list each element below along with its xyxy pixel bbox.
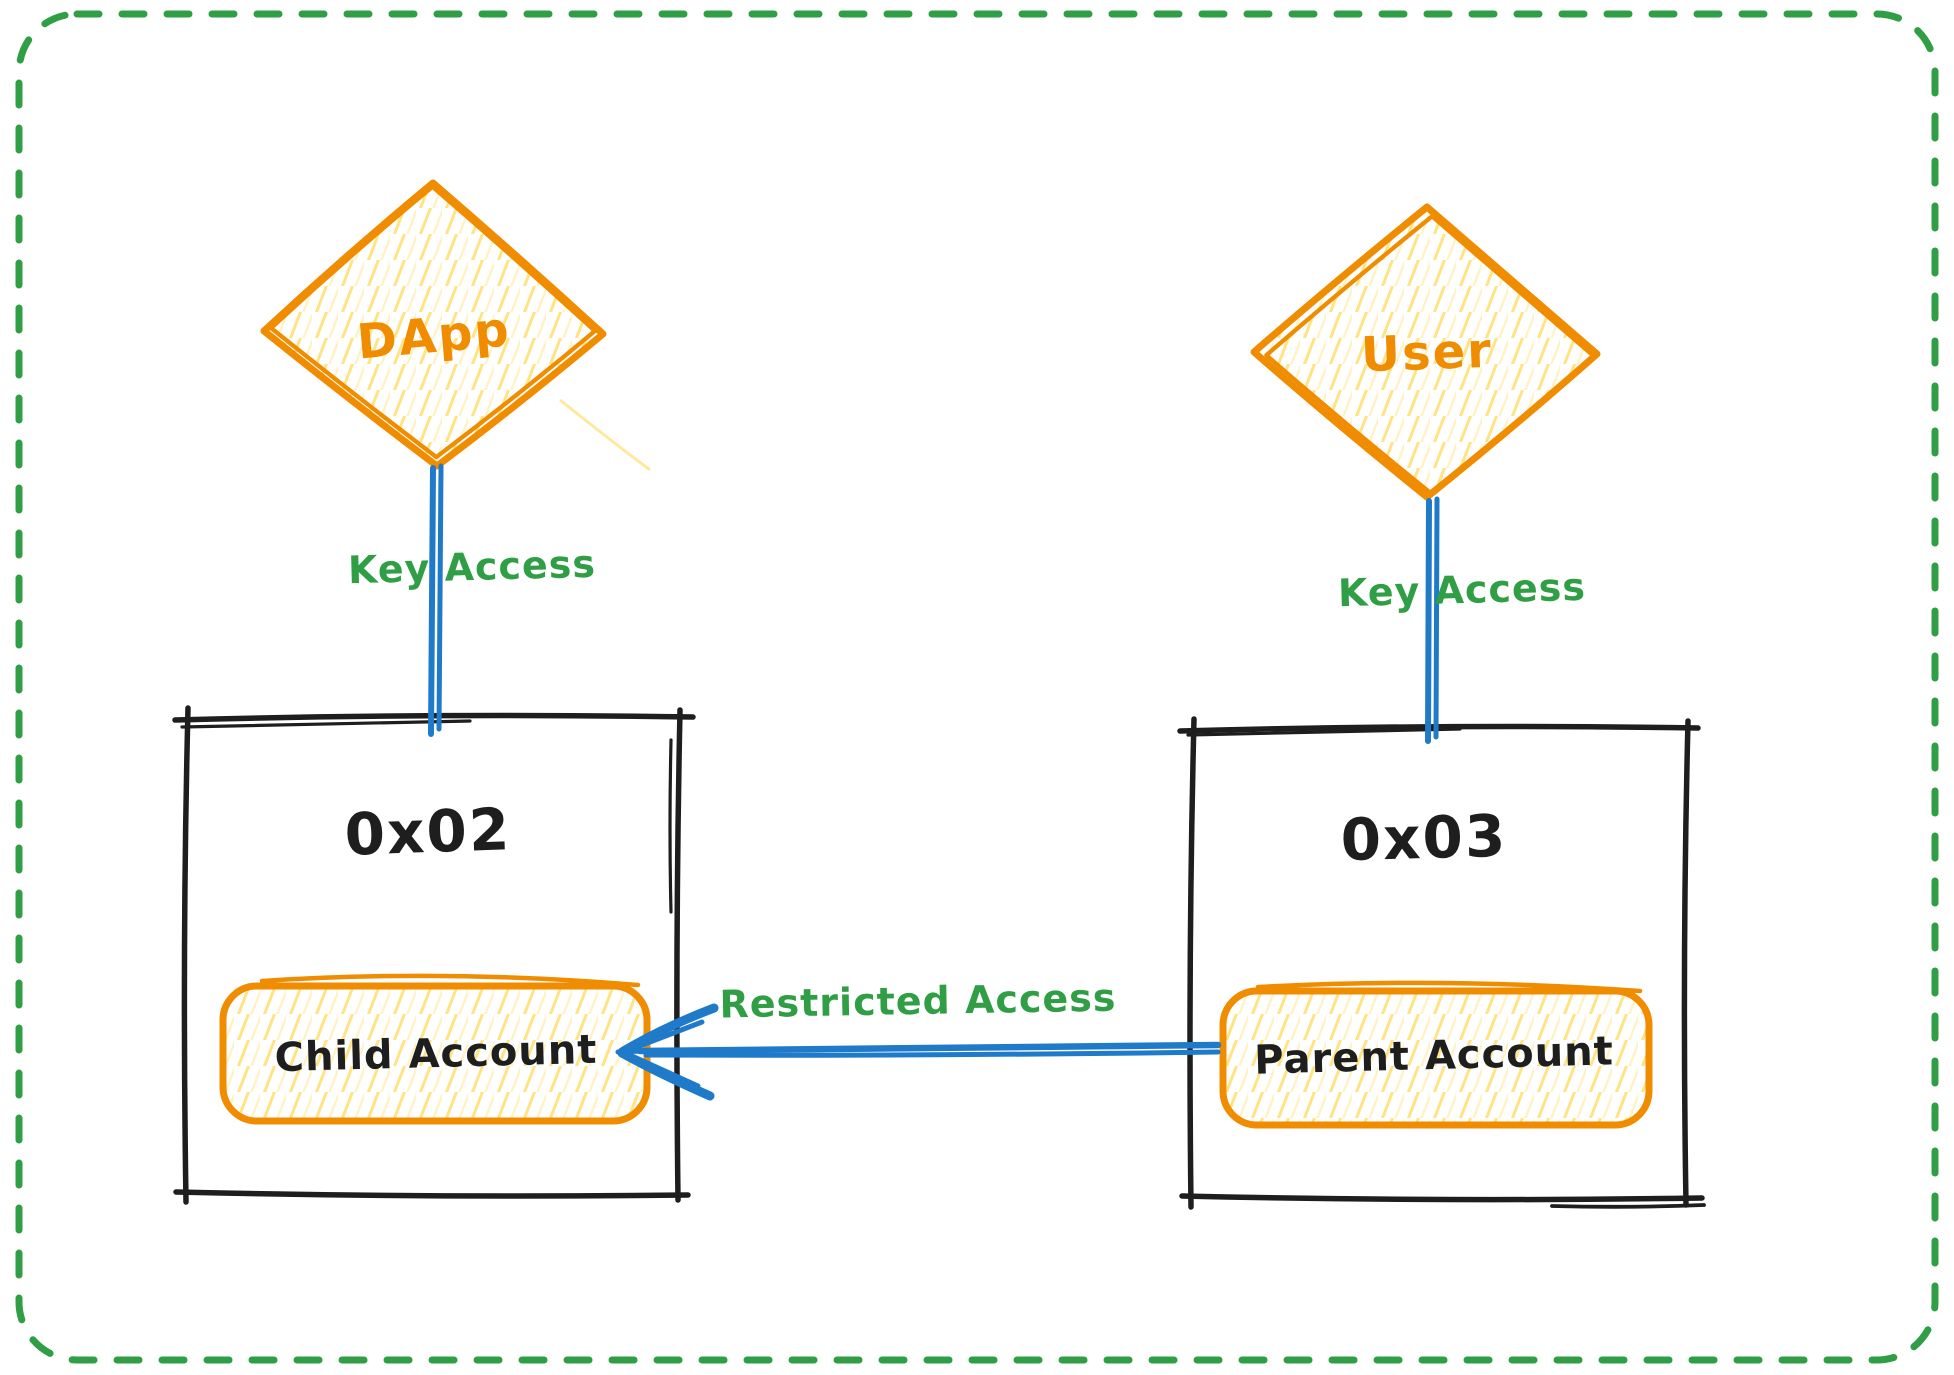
wallet-0x02-address-label: 0x02: [344, 795, 513, 869]
user-label: User: [1360, 323, 1494, 384]
child-account-box: [219, 973, 651, 1125]
user-diamond-shape: [1250, 203, 1601, 501]
wallet-0x02-box: [172, 705, 696, 1205]
restricted-access-label: Restricted Access: [719, 976, 1117, 1027]
restricted-access-arrow: [615, 1003, 1222, 1101]
dapp-label: DApp: [355, 301, 513, 370]
wallet-0x03-box: [1177, 716, 1706, 1210]
wallet-0x03-address-label: 0x03: [1340, 802, 1508, 874]
dapp-key-access-connector: [428, 463, 444, 737]
dapp-key-access-label: Key Access: [347, 542, 596, 592]
parent-account-box: [1219, 980, 1653, 1129]
user-key-access-label: Key Access: [1337, 565, 1586, 615]
dapp-diamond-shape: [260, 179, 651, 472]
parent-account-label: Parent Account: [1254, 1028, 1615, 1083]
child-account-label: Child Account: [274, 1027, 598, 1081]
canvas-border: [15, 10, 1939, 1364]
user-key-access-connector: [1425, 496, 1440, 744]
